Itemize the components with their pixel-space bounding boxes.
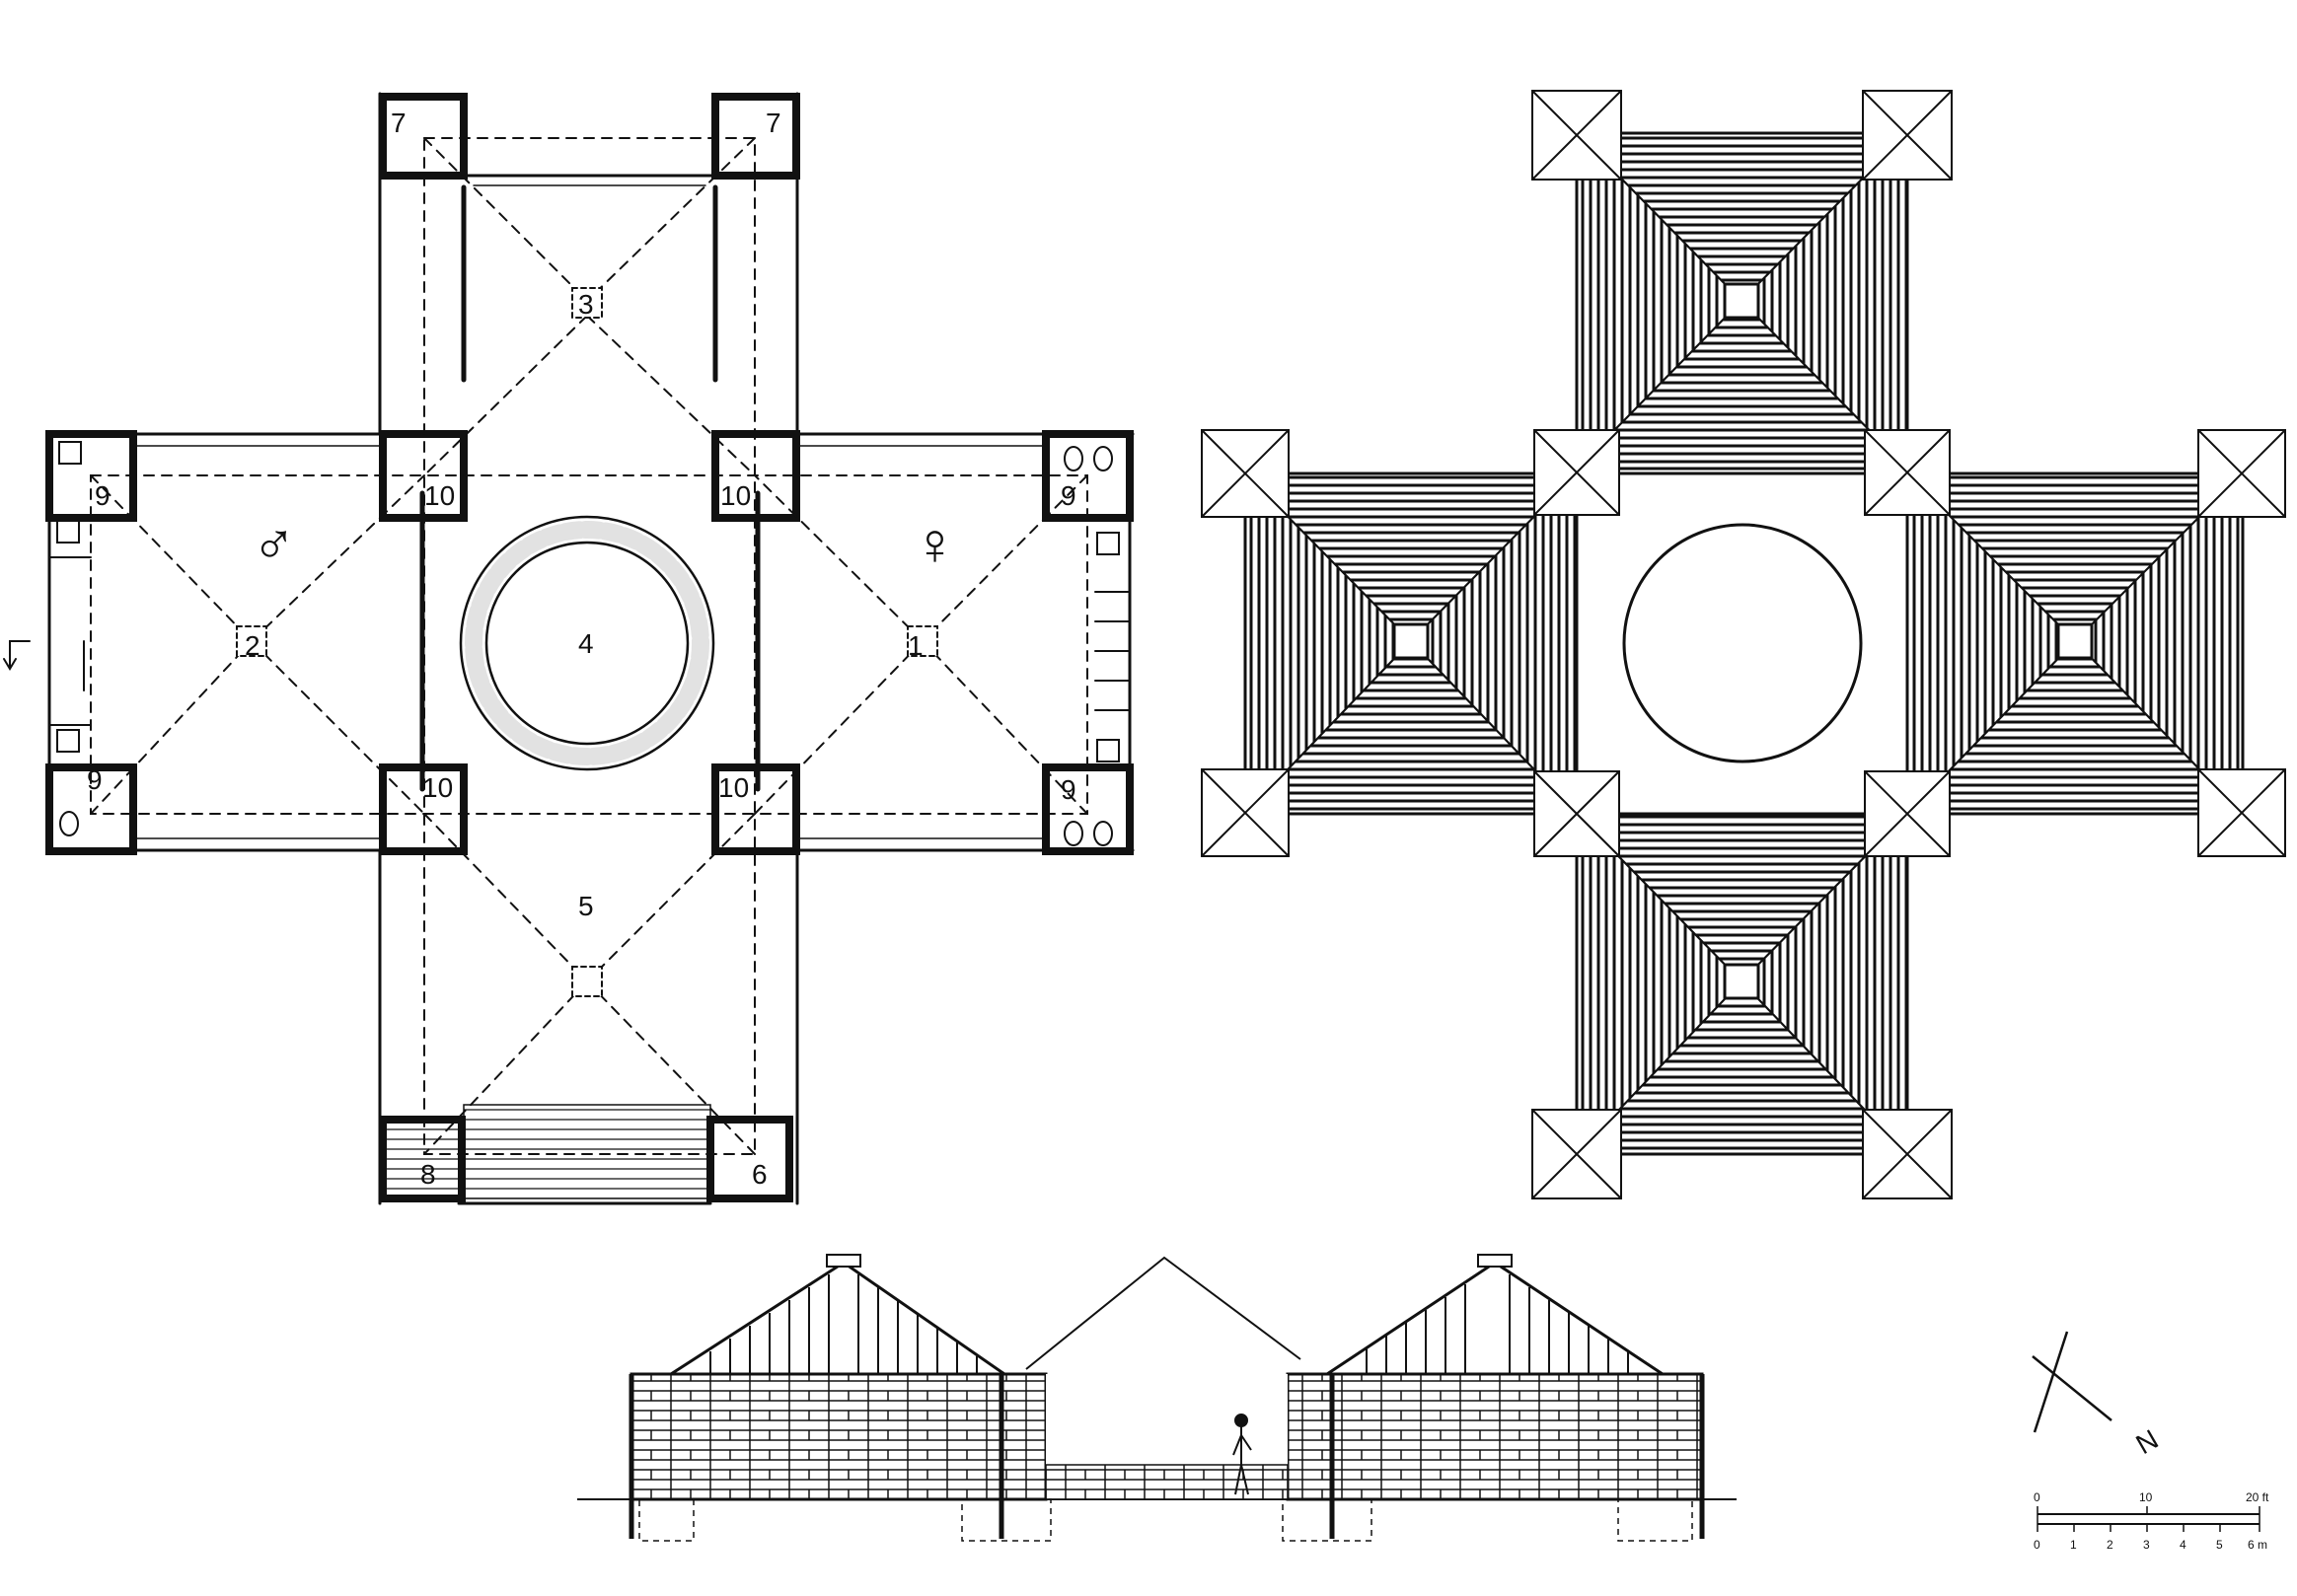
pillar-ne	[711, 93, 800, 180]
screen-walls	[419, 184, 761, 792]
roof-wing-north	[1574, 130, 1910, 472]
roof-corner-caps	[1201, 90, 2286, 1199]
plan-labels: 1 2 3 4 5 6 7 7 8 9 9 9 9 10 10 10 10 ♂ …	[87, 108, 1076, 1190]
section-footings	[638, 1498, 1693, 1542]
scale-ft-10: 10	[2139, 1490, 2153, 1504]
room-label-3: 3	[578, 289, 594, 320]
stair-8	[385, 1120, 462, 1198]
cap-w-s	[1201, 768, 1290, 857]
central-well	[459, 515, 715, 771]
scale-ft-0: 0	[2034, 1490, 2040, 1504]
pillar-se	[706, 1116, 793, 1202]
roof-wing-south	[1574, 811, 1910, 1157]
section-court-ghost-roof	[1025, 1256, 1301, 1370]
cap-c-se	[1864, 770, 1951, 857]
room-label-9b: 9	[87, 764, 103, 795]
pillars	[45, 93, 1134, 1202]
roof-plan	[1201, 90, 2286, 1199]
north-arrow-line-b	[2033, 1331, 2069, 1433]
cap-w-n	[1201, 429, 1290, 518]
room-label-5: 5	[578, 891, 594, 921]
room-label-6: 6	[752, 1159, 768, 1190]
cap-n-w	[1531, 90, 1622, 181]
cap-c-ne	[1864, 429, 1951, 516]
room-label-9d: 9	[1061, 774, 1076, 805]
section-rafters-right	[1366, 1274, 1629, 1374]
section-wall-left	[630, 1372, 1048, 1501]
cap-s-e	[1862, 1109, 1953, 1199]
room-label-2: 2	[245, 630, 260, 661]
room-label-1: 1	[908, 630, 924, 661]
building-section	[577, 1254, 1737, 1542]
column-markers	[236, 287, 938, 997]
scale-m-1: 1	[2070, 1538, 2077, 1552]
room-label-10c: 10	[422, 772, 453, 803]
cap-e-n	[2197, 429, 2286, 518]
scale-m-0: 0	[2034, 1538, 2040, 1552]
cap-s-w	[1531, 1109, 1622, 1199]
section-wall-right	[1286, 1372, 1704, 1501]
scale-ft-20: 20 ft	[2246, 1490, 2269, 1504]
scale-m-5: 5	[2216, 1538, 2223, 1552]
room-label-7b: 7	[766, 108, 781, 138]
room-label-9a: 9	[95, 480, 111, 511]
scale-bar: 0 10 20 ft 0 1 2 3 4 5 6 m	[2034, 1490, 2269, 1552]
section-court-floor	[1045, 1464, 1289, 1500]
room-label-10b: 10	[720, 480, 751, 511]
scale-m-6: 6 m	[2248, 1538, 2267, 1552]
room-label-4: 4	[578, 628, 594, 659]
fixtures-west	[3, 441, 92, 836]
cap-c-nw	[1533, 429, 1620, 516]
cap-c-sw	[1533, 770, 1620, 857]
roof-wing-west	[1242, 471, 1580, 817]
human-figure	[1232, 1414, 1252, 1495]
south-steps	[463, 1104, 711, 1199]
north-label: N	[2131, 1423, 2164, 1460]
cap-e-s	[2197, 768, 2286, 857]
roof-wing-east	[1904, 471, 2246, 817]
section-posts	[629, 1374, 1705, 1539]
floor-plan	[3, 92, 1135, 1205]
room-label-8: 8	[420, 1159, 436, 1190]
room-label-10d: 10	[718, 772, 749, 803]
dashed-beams	[90, 137, 1088, 1155]
scale-m-2: 2	[2107, 1538, 2113, 1552]
north-arrow: N	[2032, 1331, 2164, 1460]
room-label-10a: 10	[424, 480, 455, 511]
scale-m-3: 3	[2143, 1538, 2150, 1552]
section-rafters-left	[709, 1274, 978, 1374]
room-label-7a: 7	[391, 108, 407, 138]
fixtures-east	[1064, 446, 1131, 846]
section-roof-left	[665, 1261, 1009, 1376]
section-roof-right	[1322, 1261, 1667, 1376]
cap-n-e	[1862, 90, 1953, 181]
roof-central-opening	[1622, 523, 1863, 763]
room-label-9c: 9	[1061, 480, 1076, 511]
north-arrow-line-a	[2032, 1355, 2112, 1421]
male-symbol: ♂	[252, 511, 296, 577]
female-symbol: ♀	[913, 511, 957, 577]
scale-m-4: 4	[2180, 1538, 2186, 1552]
